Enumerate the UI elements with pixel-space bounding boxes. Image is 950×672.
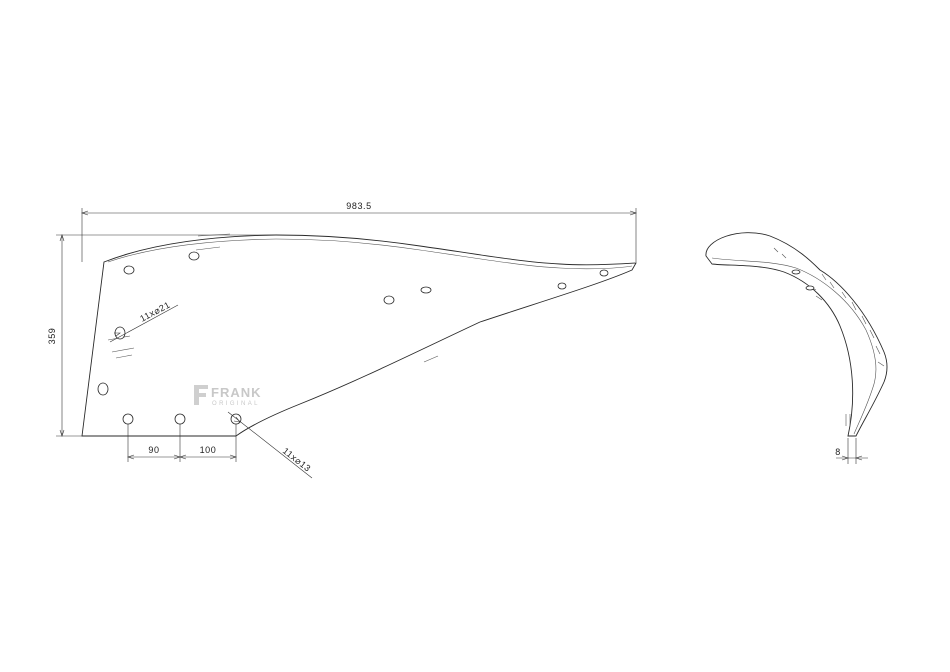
arrow-head	[179, 454, 187, 460]
edge-mark	[821, 273, 827, 281]
edge-mark	[781, 253, 787, 259]
arrow-head	[841, 455, 849, 461]
share-outline	[81, 234, 637, 437]
arrow-head	[233, 416, 241, 423]
frank-watermark: FRANK ORIGINAL	[194, 385, 262, 407]
arrow-head	[114, 332, 121, 337]
height-label: 359	[47, 328, 57, 345]
surface-line	[423, 355, 439, 363]
side-hole	[805, 285, 815, 291]
watermark-subtitle: ORIGINAL	[212, 401, 260, 407]
arrow-head	[81, 210, 89, 216]
edge-mark	[875, 345, 881, 355]
bolt-hole	[383, 295, 395, 305]
small-hole-leader	[227, 411, 313, 479]
spacing-label-2: 100	[200, 445, 217, 455]
bolt-hole	[174, 413, 186, 425]
frank-logo-icon	[194, 385, 208, 405]
bolt-hole	[599, 269, 609, 277]
spacing-label-1: 90	[148, 445, 159, 455]
front-view: 983.5 359 90 100 11x⌀21 11x⌀13 FRANK ORI…	[47, 201, 637, 479]
bolt-hole	[122, 413, 134, 425]
edge-mark	[829, 281, 835, 289]
edge-mark	[861, 315, 867, 325]
bolt-hole	[420, 286, 432, 294]
edge-mark	[841, 291, 847, 299]
small-hole-callout: 11x⌀13	[281, 446, 313, 474]
edge-mark	[851, 301, 857, 311]
side-profile-inner	[711, 257, 877, 435]
bolt-hole	[97, 382, 109, 396]
bolt-hole	[123, 265, 135, 275]
arrow-head	[855, 455, 863, 461]
side-view: 8	[705, 232, 888, 464]
side-profile-outline	[705, 232, 888, 437]
edge-mark	[877, 361, 885, 367]
large-hole-leader	[109, 304, 179, 343]
surface-line	[111, 347, 135, 353]
surface-line	[195, 246, 221, 251]
bolt-hole	[188, 251, 200, 261]
share-top-edge	[107, 238, 633, 270]
edge-mark	[773, 247, 779, 253]
arrow-head	[127, 454, 135, 460]
arrow-head	[59, 429, 65, 437]
edge-mark	[869, 329, 875, 339]
edge-mark	[815, 295, 823, 301]
arrow-head	[59, 234, 65, 242]
side-hole	[791, 269, 801, 275]
arrow-head	[229, 454, 237, 460]
surface-line	[115, 354, 133, 359]
arrow-head	[629, 210, 637, 216]
length-label: 983.5	[346, 201, 372, 211]
watermark-brand: FRANK	[211, 385, 262, 400]
thickness-label: 8	[835, 447, 841, 457]
large-hole-callout: 11x⌀21	[138, 300, 172, 324]
bolt-hole	[557, 282, 567, 290]
